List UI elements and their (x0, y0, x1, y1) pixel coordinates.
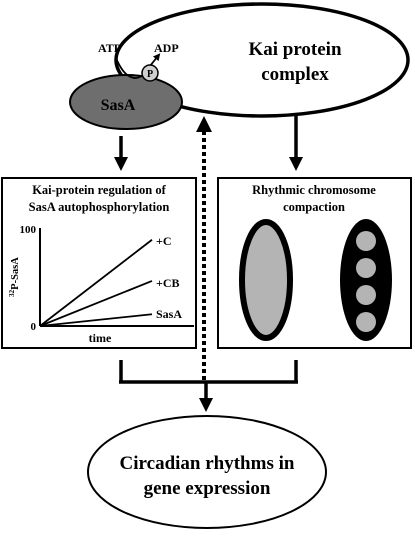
chromosome-compacted (340, 219, 392, 341)
compacted-dna-blob (356, 231, 376, 251)
chart-series-label: SasA (156, 307, 182, 321)
chart-series-label: +C (156, 234, 172, 248)
phosphate-label: P (147, 69, 153, 80)
chart-x-label: time (89, 331, 112, 345)
kai-complex-label-line1: Kai protein (248, 39, 342, 60)
output-label-line1: Circadian rhythms in (120, 453, 295, 474)
chart-series-line (39, 280, 153, 327)
adp-label: ADP (154, 41, 179, 55)
output-ellipse (87, 415, 327, 529)
chart-series-line (39, 313, 153, 327)
chart-y-label: 32P-SasA (8, 257, 21, 297)
compacted-dna-blob (356, 312, 376, 332)
kai-complex-label-line2: complex (261, 64, 329, 85)
phosphate-circle (141, 64, 159, 82)
chromosome-decompacted (239, 219, 293, 341)
chart-y-label-superscript: 32 (8, 289, 16, 297)
chart-y-label-text: P-SasA (10, 257, 21, 290)
chart-series-label: +CB (156, 276, 180, 290)
atp-label: ATP (98, 41, 121, 55)
chart-y-tick-max: 100 (20, 224, 37, 236)
right-panel-title-line2: compaction (283, 200, 345, 214)
chart-y-tick-min: 0 (31, 321, 37, 333)
compacted-dna-blob (356, 258, 376, 278)
left-panel-title-line2: SasA autophosphorylation (29, 200, 170, 214)
compacted-dna-blob (356, 285, 376, 305)
chart-series-group: +C +CB SasA (39, 234, 182, 327)
output-label-line2: gene expression (144, 478, 271, 499)
right-panel-title-line1: Rhythmic chromosome (252, 183, 376, 197)
left-panel-title-line1: Kai-protein regulation of (32, 183, 166, 197)
sasa-label: SasA (101, 97, 136, 114)
chart-series-line (39, 239, 153, 327)
